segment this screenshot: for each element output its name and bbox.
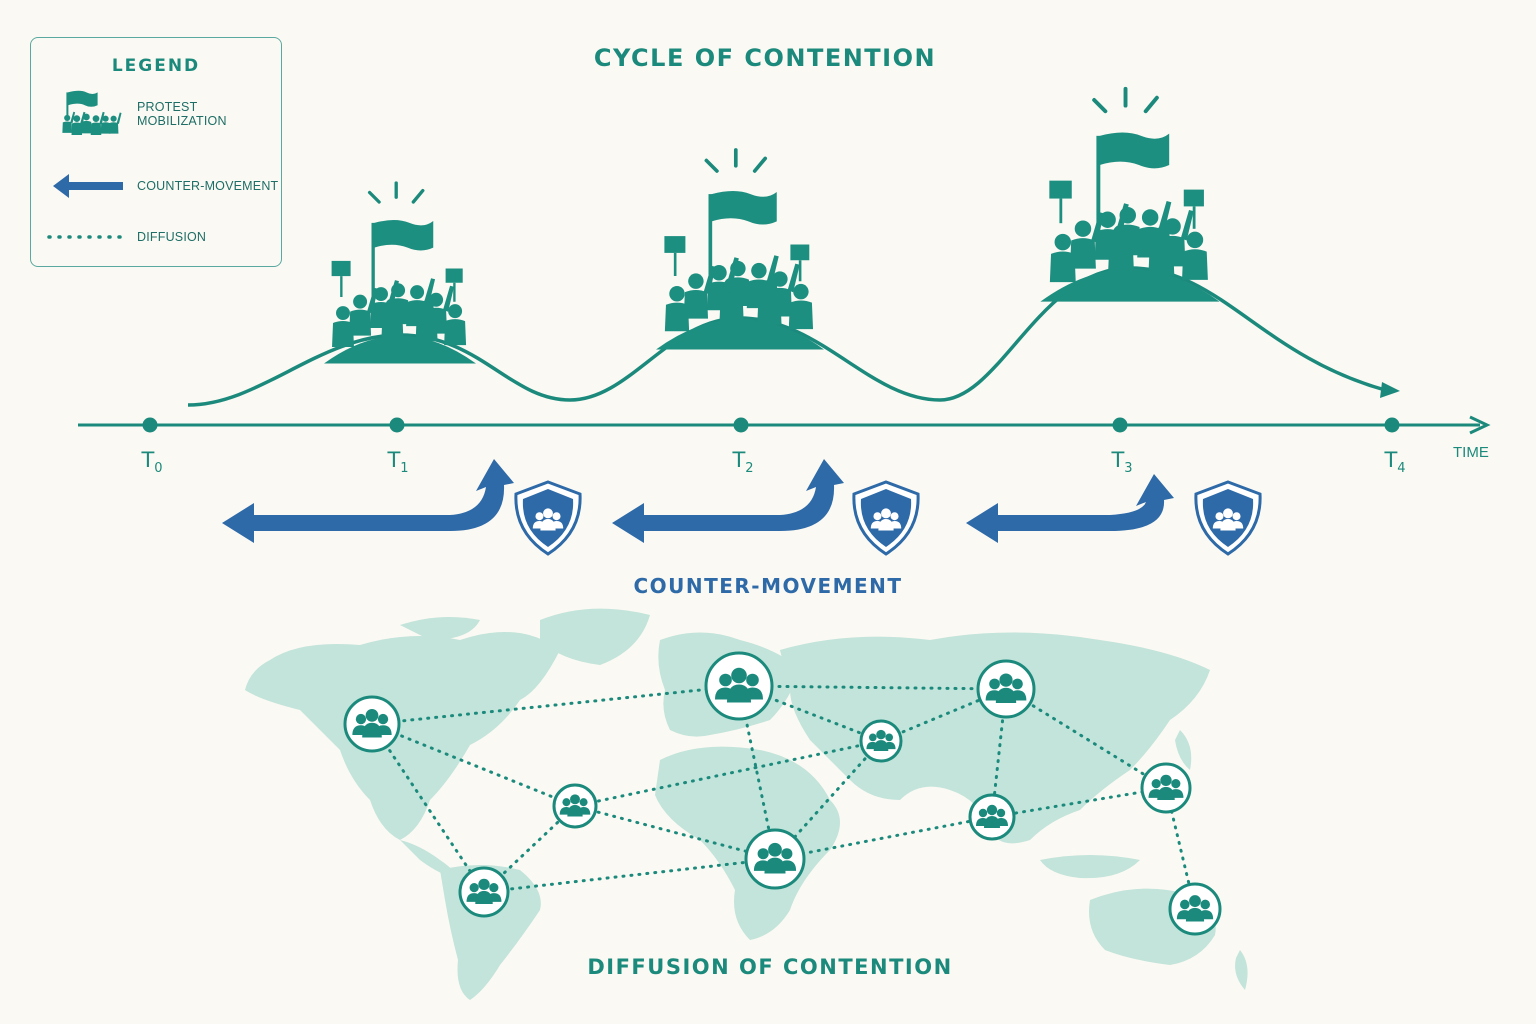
diffusion-link-13 [990, 786, 1168, 819]
new-zealand-shape [1235, 950, 1248, 990]
legend: LEGEND PROTEST MOBILIZATION COUNTER-MOVE… [30, 37, 282, 267]
counter-movement-title: COUNTER-MOVEMENT [633, 574, 903, 598]
diffusion-link-11 [990, 687, 1008, 819]
legend-item-diffusion: DIFFUSION [47, 209, 206, 265]
tick-label-t0: T0 [141, 448, 163, 477]
tick-dot-t0 [142, 417, 158, 433]
counter-movement-arrow-2 [612, 459, 844, 543]
diffusion-link-12 [1004, 687, 1168, 790]
diffusion-link-1 [737, 684, 1008, 691]
diffusion-node-2 [976, 659, 1036, 719]
asia-shape [780, 632, 1210, 844]
protest-crowd-1 [324, 181, 476, 364]
greenland-shape [540, 608, 650, 665]
tick-dot-t4 [1384, 417, 1400, 433]
legend-title: LEGEND [111, 56, 201, 76]
tick-label-t2: T2 [732, 448, 754, 477]
cycle-wave-arrowhead [1380, 382, 1400, 398]
diffusion-link-0 [370, 684, 741, 726]
diffusion-link-5 [370, 722, 486, 894]
legend-label-diffusion: DIFFUSION [137, 230, 207, 244]
shield-group-icon [1194, 480, 1262, 556]
japan-shape [1175, 730, 1192, 770]
diffusion-link-9 [737, 684, 777, 861]
diffusion-link-15 [482, 857, 777, 894]
time-axis-arrowhead [1469, 415, 1491, 435]
left-arrow-icon [53, 174, 123, 198]
dotted-line-icon [47, 235, 127, 239]
counter-movement-arrow-1 [222, 459, 514, 543]
tick-label-t4: T4 [1384, 448, 1406, 477]
diffusion-node-5 [1140, 762, 1192, 814]
diffusion-link-8 [573, 804, 777, 861]
protest-crowd-icon [62, 90, 122, 135]
legend-label-counter: COUNTER-MOVEMENT [137, 179, 279, 193]
legend-item-protest: PROTEST MOBILIZATION [47, 86, 281, 142]
diffusion-nodes [343, 651, 1222, 936]
protest-crowd-3 [1040, 86, 1220, 302]
tick-label-t3: T3 [1111, 448, 1133, 477]
indonesia-shape [1040, 855, 1140, 879]
tick-dot-t2 [733, 417, 749, 433]
diffusion-link-14 [773, 815, 994, 861]
legend-label-protest: PROTEST MOBILIZATION [137, 100, 227, 128]
world-map [245, 608, 1248, 1000]
diffusion-node-4 [552, 783, 598, 829]
tick-label-t1: T1 [387, 448, 409, 477]
time-axis-label: TIME [1453, 444, 1489, 461]
diffusion-node-9 [1168, 882, 1222, 936]
africa-shape [655, 746, 840, 940]
diffusion-title: DIFFUSION OF CONTENTION [587, 955, 953, 979]
diffusion-node-3 [859, 719, 903, 763]
diffusion-link-10 [773, 739, 883, 861]
tick-dot-t3 [1112, 417, 1128, 433]
diffusion-node-7 [744, 828, 806, 890]
shield-group-icon [852, 480, 920, 556]
diffusion-node-0 [343, 695, 401, 753]
diffusion-node-8 [458, 866, 510, 918]
arctic-islands-shape [400, 616, 480, 640]
shield-group-icon [514, 480, 582, 556]
legend-item-counter: COUNTER-MOVEMENT [47, 158, 278, 214]
diffusion-node-1 [704, 651, 774, 721]
counter-movement-arrow-3 [966, 474, 1174, 543]
tick-dot-t1 [389, 417, 405, 433]
diagram-title: CYCLE OF CONTENTION [593, 44, 937, 72]
diffusion-node-6 [968, 793, 1016, 841]
protest-crowd-2 [656, 148, 824, 350]
